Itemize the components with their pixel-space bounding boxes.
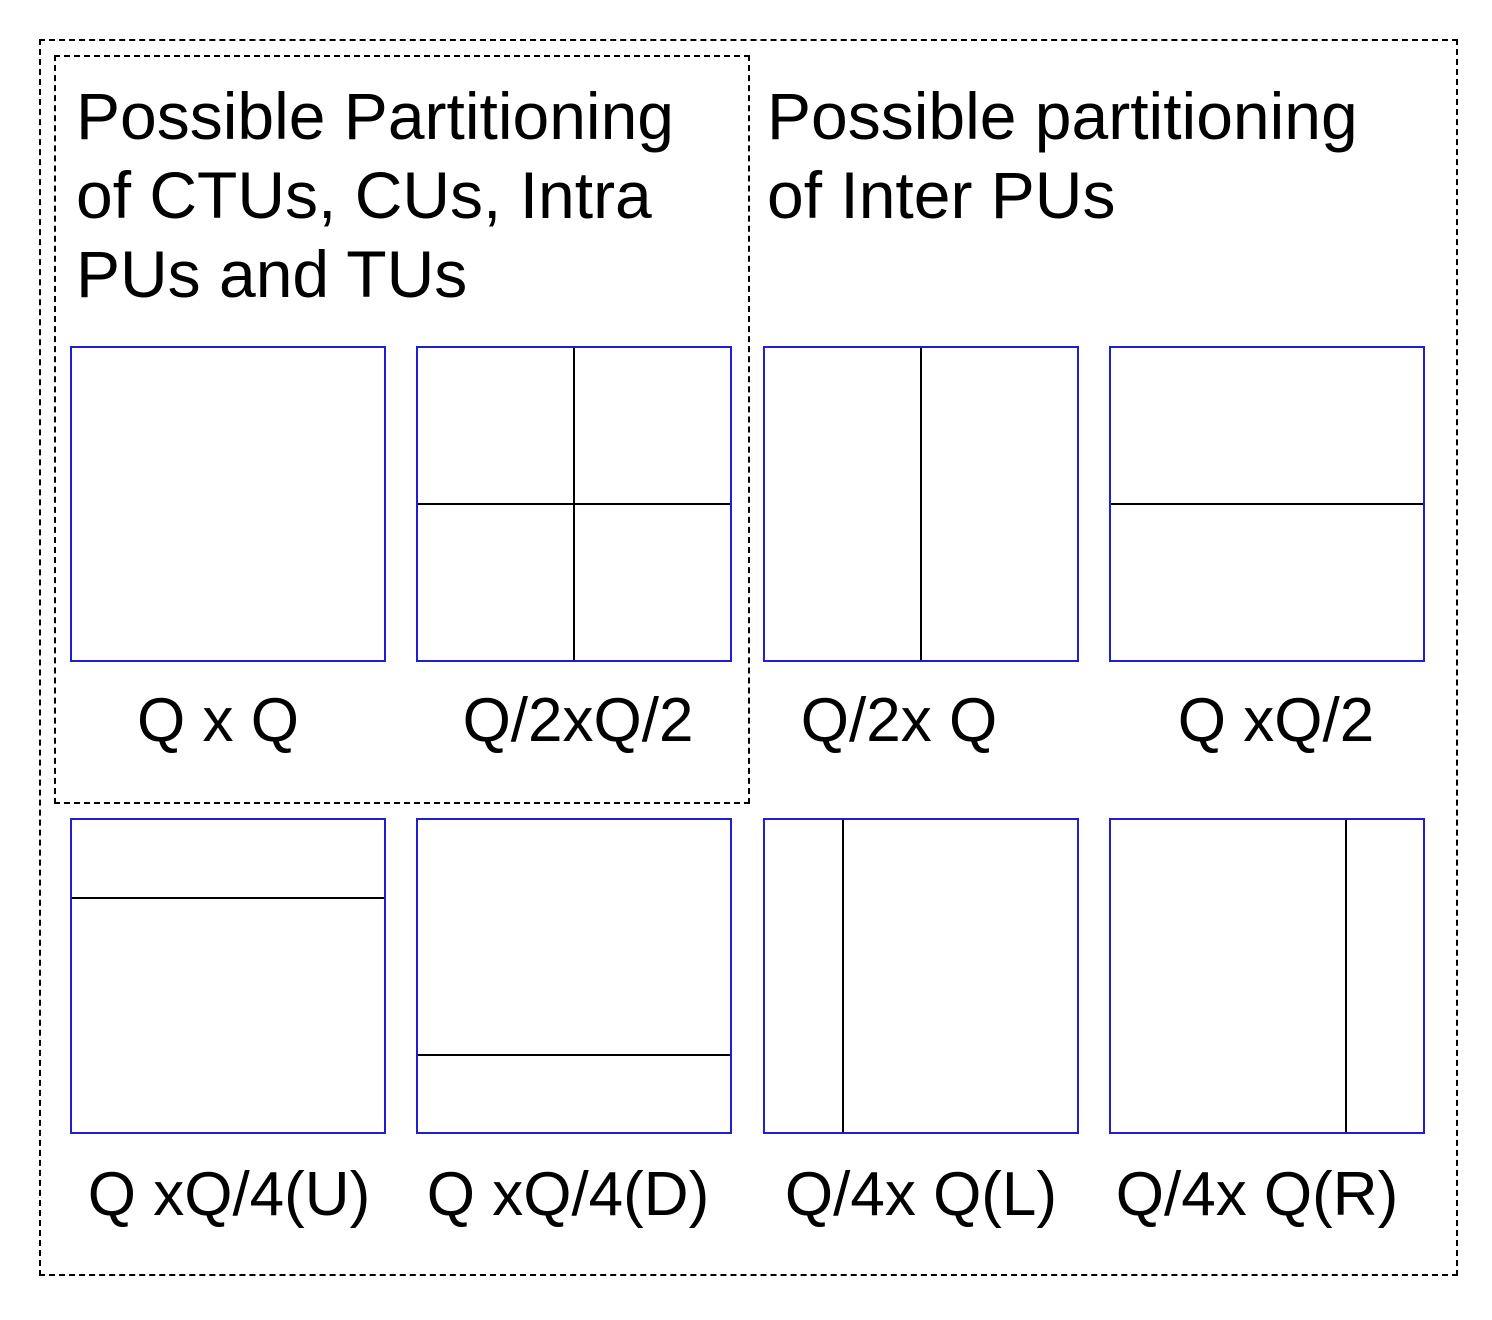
partition-block-q4xq-r xyxy=(1109,818,1425,1134)
inter-heading-line-1: Possible partitioning xyxy=(767,79,1358,153)
partition-block-qxq4-d xyxy=(416,818,732,1134)
partition-label-qxq4-d: Q xQ/4(D) xyxy=(426,1160,710,1229)
vertical-split-line xyxy=(920,348,922,660)
inter-group-heading: Possible partitioning of Inter PUs xyxy=(767,77,1358,235)
partition-label-qxq4-u: Q xQ/4(U) xyxy=(87,1160,371,1229)
partition-label-q2xq: Q/2x Q xyxy=(800,686,998,755)
inter-heading-line-2: of Inter PUs xyxy=(767,158,1116,232)
partition-label-qxq: Q x Q xyxy=(137,686,299,755)
intra-heading-line-1: Possible Partitioning xyxy=(76,79,674,153)
inter-pu-group-frame xyxy=(39,39,1458,1276)
partition-block-qxq4-u xyxy=(70,818,386,1134)
partition-label-qxq2: Q xQ/2 xyxy=(1177,686,1375,755)
horizontal-split-line xyxy=(418,1054,730,1056)
partition-block-qxq2 xyxy=(1109,346,1425,662)
vertical-split-line xyxy=(1345,820,1347,1132)
vertical-split-line xyxy=(842,820,844,1132)
partition-label-q2xq2: Q/2xQ/2 xyxy=(462,686,694,755)
horizontal-split-line xyxy=(1111,503,1423,505)
intra-group-heading: Possible Partitioning of CTUs, CUs, Intr… xyxy=(76,77,674,314)
horizontal-split-line xyxy=(72,897,384,899)
intra-heading-line-2: of CTUs, CUs, Intra xyxy=(76,158,652,232)
partition-label-q4xq-r: Q/4x Q(R) xyxy=(1115,1160,1399,1229)
horizontal-split-line xyxy=(418,503,730,505)
partition-block-q2xq xyxy=(763,346,1079,662)
intra-heading-line-3: PUs and TUs xyxy=(76,237,468,311)
partition-label-q4xq-l: Q/4x Q(L) xyxy=(784,1160,1058,1229)
intra-group-frame xyxy=(54,55,750,804)
partition-block-qxq xyxy=(70,346,386,662)
partition-block-q2xq2 xyxy=(416,346,732,662)
partition-block-q4xq-l xyxy=(763,818,1079,1134)
